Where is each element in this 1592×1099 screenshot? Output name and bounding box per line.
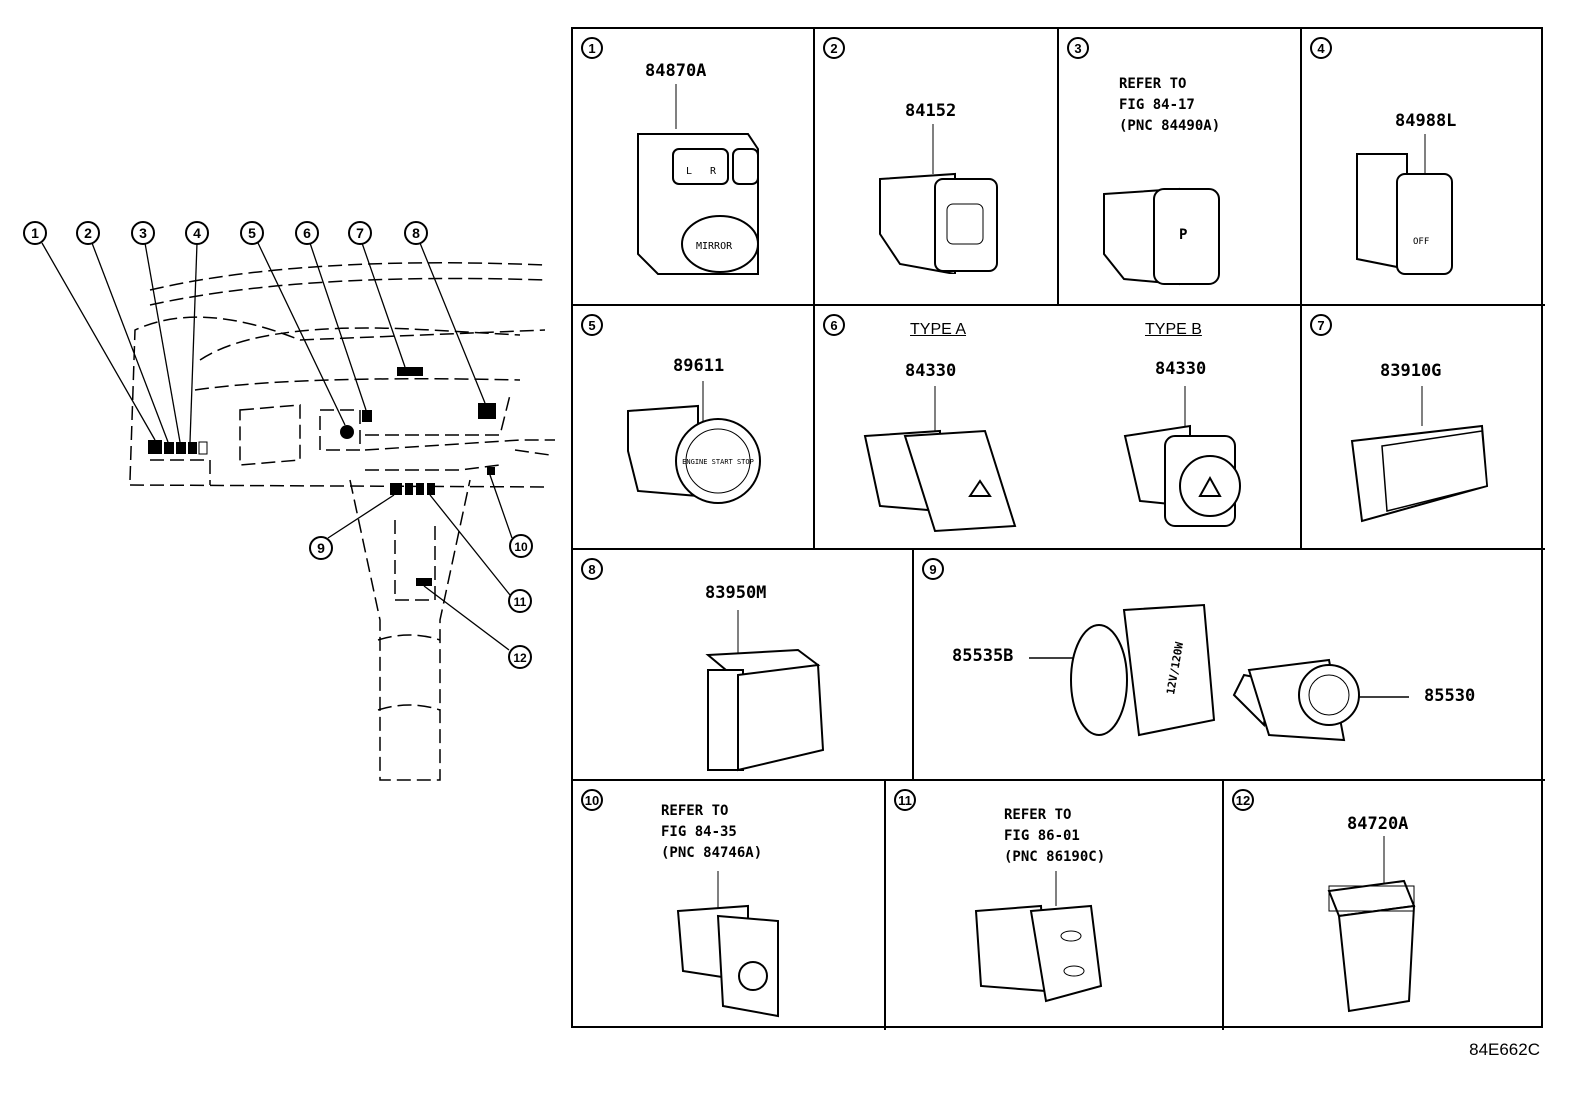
refer-note: REFER TO FIG 84-35 (PNC 84746A) — [661, 803, 763, 861]
index-badge: 3 — [1067, 37, 1089, 59]
callout-8: 8 — [404, 221, 428, 245]
index-badge: 7 — [1310, 314, 1332, 336]
svg-text:12: 12 — [513, 651, 527, 665]
svg-text:MIRROR: MIRROR — [696, 241, 733, 252]
callout-4: 4 — [185, 221, 209, 245]
svg-text:8: 8 — [412, 225, 420, 241]
callout-9: 9 — [309, 536, 333, 560]
cell-12: 12 84720A — [1224, 781, 1545, 1030]
callout-2: 2 — [76, 221, 100, 245]
index-badge: 6 — [823, 314, 845, 336]
figure-code: 84E662C — [1469, 1040, 1540, 1059]
index-badge: 4 — [1310, 37, 1332, 59]
hazard-switch-type-b-drawing — [1123, 386, 1241, 527]
switch-drawing — [974, 871, 1103, 1003]
index-badge: 2 — [823, 37, 845, 59]
callout-12: 12 — [508, 645, 532, 669]
svg-text:1: 1 — [31, 225, 39, 241]
index-badge: 9 — [922, 558, 944, 580]
type-b-label: TYPE B — [1145, 321, 1202, 338]
svg-text:L: L — [686, 166, 692, 177]
svg-text:7: 7 — [356, 225, 364, 241]
switch-drawing — [676, 871, 779, 1018]
part-number-85530: 85530 — [1424, 686, 1476, 706]
switch-drawing: P — [1103, 187, 1220, 286]
cell-11: 11 REFER TO FIG 86-01 (PNC 86190C) — [886, 781, 1224, 1030]
mirror-switch-drawing: L R MIRROR — [637, 84, 759, 275]
part-number-type-b: 84330 — [1155, 359, 1207, 379]
svg-text:ENGINE START STOP: ENGINE START STOP — [682, 458, 754, 466]
svg-text:2: 2 — [84, 225, 92, 241]
dashboard-overview: 1 2 3 4 5 6 7 8 9 10 11 12 — [23, 221, 555, 781]
cell-8: 8 83950M — [573, 550, 914, 781]
part-number: 84152 — [905, 101, 957, 121]
callout-6: 6 — [295, 221, 319, 245]
part-number: 83910G — [1380, 361, 1442, 381]
index-badge: 8 — [581, 558, 603, 580]
part-number: 84720A — [1347, 814, 1409, 834]
switch-drawing: OFF — [1356, 134, 1453, 275]
refer-note: REFER TO FIG 84-17 (PNC 84490A) — [1119, 76, 1221, 134]
index-badge: 5 — [581, 314, 603, 336]
type-a-label: TYPE A — [910, 321, 967, 338]
cell-10: 10 REFER TO FIG 84-35 (PNC 84746A) — [573, 781, 886, 1030]
callout-3: 3 — [131, 221, 155, 245]
svg-text:5: 5 — [248, 225, 256, 241]
switch-drawing — [879, 124, 998, 274]
cell-3: 3 REFER TO FIG 84-17 (PNC 84490A) P — [1059, 29, 1302, 306]
switch-drawing — [1327, 836, 1416, 1013]
part-number: 84870A — [645, 61, 707, 81]
callout-11: 11 — [508, 589, 532, 613]
callout-10: 10 — [509, 534, 533, 558]
index-badge: 12 — [1232, 789, 1254, 811]
cell-9: 9 85535B 85530 12V/120W — [914, 550, 1545, 781]
power-outlet-drawing: 12V/120W — [1029, 603, 1409, 742]
parts-grid: 1 84870A L R MIRROR 2 84152 3 REFER TO F… — [571, 27, 1545, 1030]
svg-text:P: P — [1179, 227, 1187, 243]
cell-7: 7 83910G — [1302, 306, 1545, 550]
hazard-switch-type-a-drawing — [863, 386, 1017, 533]
part-number-85535b: 85535B — [952, 646, 1014, 666]
cell-4: 4 84988L OFF — [1302, 29, 1545, 306]
cell-1: 1 84870A L R MIRROR — [573, 29, 815, 306]
part-number: 83950M — [705, 583, 767, 603]
switch-drawing — [705, 610, 825, 772]
index-badge: 1 — [581, 37, 603, 59]
callout-5: 5 — [240, 221, 264, 245]
callout-1: 1 — [23, 221, 47, 245]
refer-note: REFER TO FIG 86-01 (PNC 86190C) — [1004, 807, 1106, 865]
start-stop-button-drawing: ENGINE START STOP — [627, 381, 761, 504]
part-number-type-a: 84330 — [905, 361, 957, 381]
svg-text:9: 9 — [317, 540, 325, 556]
callout-7: 7 — [348, 221, 372, 245]
part-number: 89611 — [673, 356, 725, 376]
svg-text:11: 11 — [514, 595, 527, 609]
index-badge: 11 — [894, 789, 916, 811]
part-number: 84988L — [1395, 111, 1457, 131]
svg-text:OFF: OFF — [1413, 237, 1429, 247]
switch-drawing — [1350, 386, 1489, 523]
svg-text:3: 3 — [139, 225, 147, 241]
cell-5: 5 89611 ENGINE START STOP — [573, 306, 815, 550]
index-badge: 10 — [581, 789, 603, 811]
cell-6: 6 TYPE A TYPE B 84330 84330 — [815, 306, 1302, 550]
svg-text:4: 4 — [193, 225, 201, 241]
svg-text:10: 10 — [514, 540, 528, 554]
cell-2: 2 84152 — [815, 29, 1059, 306]
svg-text:R: R — [710, 166, 717, 177]
svg-text:6: 6 — [303, 225, 311, 241]
